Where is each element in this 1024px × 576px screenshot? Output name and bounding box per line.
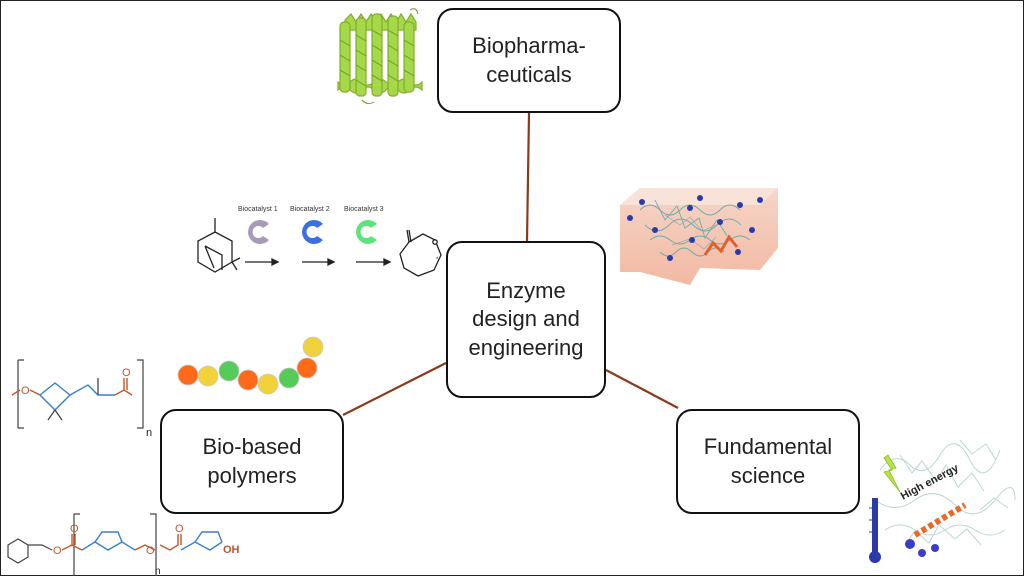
biocatalyst-2-shape xyxy=(302,220,323,244)
polyester-structure-bottom xyxy=(7,513,157,576)
svg-text:O: O xyxy=(70,523,79,535)
reaction-arrows xyxy=(245,257,392,267)
connector-right xyxy=(605,369,679,409)
svg-text:O: O xyxy=(53,545,62,557)
svg-text:O: O xyxy=(21,385,30,397)
connector-left xyxy=(342,362,447,416)
pinene-molecule xyxy=(197,218,241,273)
node-enzyme-design: Enzyme design and engineering xyxy=(446,241,606,398)
svg-text:O: O xyxy=(146,545,155,557)
svg-text:*: * xyxy=(436,257,439,263)
biocatalyst-3-shape xyxy=(356,220,377,244)
svg-text:OH: OH xyxy=(223,544,240,556)
node-bio-based-polymers: Bio-based polymers xyxy=(160,409,344,514)
lactone-molecule xyxy=(399,229,442,277)
polyester-structure-top xyxy=(17,359,144,429)
connector-top xyxy=(525,112,531,242)
biocatalyst-2-label: Biocatalyst 2 xyxy=(290,206,330,213)
biocatalyst-1-shape xyxy=(248,220,269,244)
svg-text:O: O xyxy=(122,367,131,379)
svg-text:n: n xyxy=(146,427,152,439)
node-biopharmaceuticals: Biopharma- ceuticals xyxy=(437,8,621,113)
svg-text:n: n xyxy=(155,566,161,576)
biocatalyst-3-label: Biocatalyst 3 xyxy=(344,206,384,213)
node-fundamental-science: Fundamental science xyxy=(676,409,860,514)
biocatalyst-1-label: Biocatalyst 1 xyxy=(238,206,278,213)
svg-text:O: O xyxy=(175,523,184,535)
